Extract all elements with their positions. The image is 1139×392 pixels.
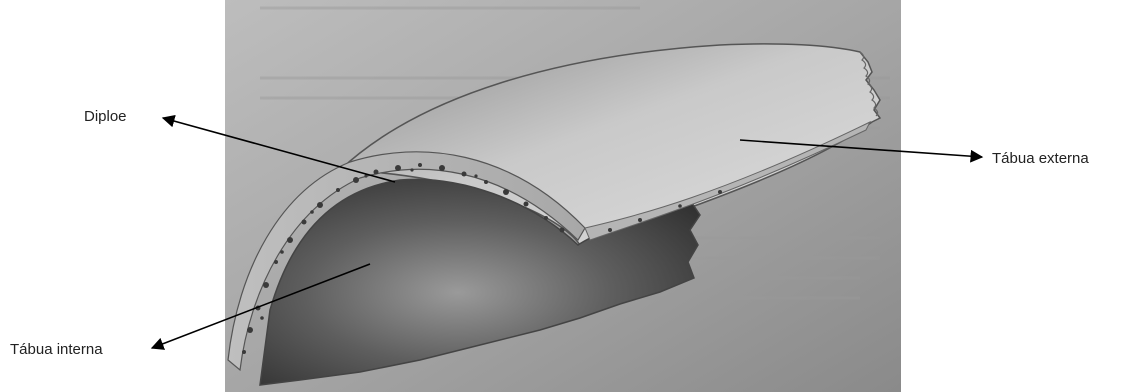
label-diploe: Diploe	[84, 108, 127, 125]
label-tabua-interna: Tábua interna	[10, 341, 103, 358]
label-tabua-externa: Tábua externa	[992, 150, 1089, 167]
